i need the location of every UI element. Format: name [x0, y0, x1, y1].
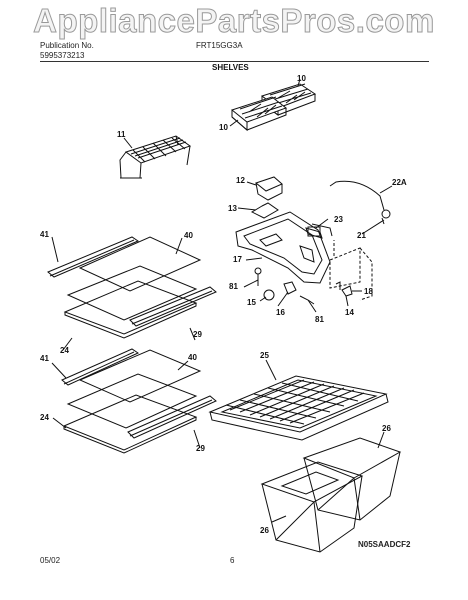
diagram-code: N05SAADCF2 — [358, 540, 411, 549]
publication-label: Publication No. — [40, 41, 94, 50]
callout-21: 21 — [357, 231, 366, 240]
callout-15: 15 — [247, 298, 256, 307]
callout-41-lower: 41 — [40, 354, 49, 363]
header-rule — [40, 61, 429, 62]
callout-81-left: 81 — [229, 282, 238, 291]
callout-18: 18 — [364, 287, 373, 296]
lower-shelf-assembly — [61, 348, 217, 454]
callout-11: 11 — [117, 130, 126, 139]
model-number: FRT15GG3A — [196, 41, 243, 50]
callout-14: 14 — [345, 308, 354, 317]
callout-40-upper: 40 — [184, 231, 193, 240]
crisper-cover — [208, 375, 389, 441]
callout-81-right: 81 — [315, 315, 324, 324]
callout-17: 17 — [233, 255, 242, 264]
upper-shelf-assembly — [47, 236, 217, 339]
section-title: SHELVES — [212, 63, 249, 72]
callout-40-lower: 40 — [188, 353, 197, 362]
callout-10-top: 10 — [297, 74, 306, 83]
callout-25: 25 — [260, 351, 269, 360]
callout-10-bottom: 10 — [219, 123, 228, 132]
callout-26-right: 26 — [382, 424, 391, 433]
callout-labels: 10 10 11 12 13 22A 23 21 17 81 15 16 81 … — [40, 74, 407, 535]
callout-16: 16 — [276, 308, 285, 317]
footer-date: 05/02 — [40, 556, 61, 565]
callout-29-lower: 29 — [196, 444, 205, 453]
crisper-drawers — [260, 437, 402, 553]
callout-22a: 22A — [392, 178, 407, 187]
callout-13: 13 — [228, 204, 237, 213]
page-number: 6 — [230, 556, 235, 565]
callout-24-lower: 24 — [40, 413, 49, 422]
callout-29-upper: 29 — [193, 330, 202, 339]
wire-shelf — [119, 135, 192, 179]
callout-26-left: 26 — [260, 526, 269, 535]
watermark-logo: AppliancePartsPros.com — [33, 2, 435, 40]
control-housing — [235, 176, 391, 305]
callout-12: 12 — [236, 176, 245, 185]
publication-number: 5995373213 — [40, 51, 85, 60]
callout-41-upper: 41 — [40, 230, 49, 239]
callout-24-upper: 24 — [60, 346, 69, 355]
ice-tray-lower — [230, 96, 288, 132]
callout-23: 23 — [334, 215, 343, 224]
